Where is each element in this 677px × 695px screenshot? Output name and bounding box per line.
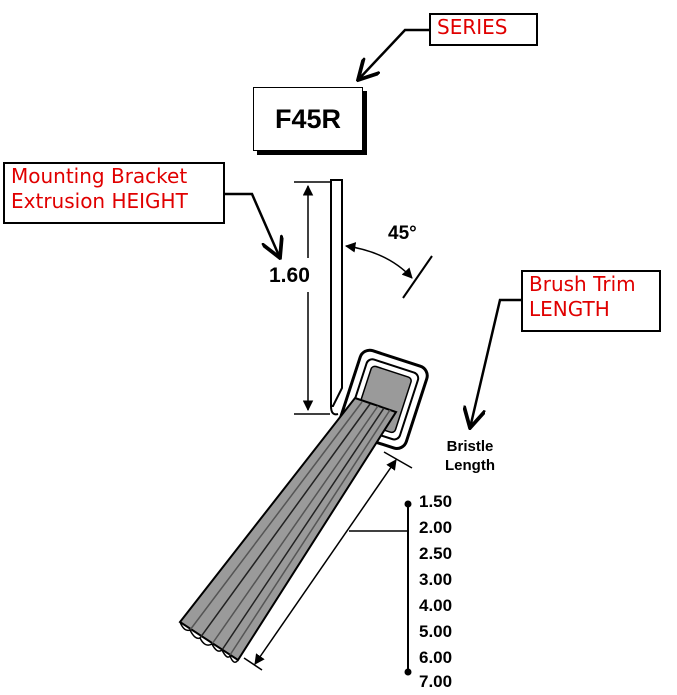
model-text: F45R [274,103,342,134]
bristle-title-line2: Length [445,457,495,474]
bristle-length-dimension [243,451,413,676]
series-callout-text: SERIES [437,15,508,39]
bristle-length-option: 4.00 [419,596,453,615]
height-dimension [294,181,330,415]
bristle-length-option: 6.00 [419,648,453,667]
bristle-length-option: 5.00 [419,622,453,641]
model-label: F45R [253,87,363,151]
trim-leader-arrow [470,298,524,428]
trim-callout-line2: LENGTH [529,297,610,321]
trim-callout: Brush Trim LENGTH [521,270,661,332]
height-callout: Mounting Bracket Extrusion HEIGHT [3,162,225,224]
series-leader-arrow [358,28,430,80]
height-value: 1.60 [269,264,310,287]
trim-callout-line1: Brush Trim [529,272,636,296]
bristle-length-option: 3.00 [419,570,453,589]
mounting-bracket [330,179,343,407]
bristle-length-option: 7.00 [419,672,453,691]
bristle-title-line1: Bristle [446,438,494,455]
bristle-length-option: 2.00 [419,518,453,537]
angle-indicator [344,242,433,299]
height-callout-line1: Mounting Bracket [11,164,188,188]
bristle-length-title: Bristle Length [445,437,495,475]
series-callout: SERIES [429,13,538,46]
height-callout-line2: Extrusion HEIGHT [11,189,188,213]
bristle-length-option: 2.50 [419,544,453,563]
angle-value: 45° [388,223,417,244]
bristle-brush [178,396,398,663]
height-leader-arrow [224,192,280,258]
bristle-length-option: 1.50 [419,492,453,511]
